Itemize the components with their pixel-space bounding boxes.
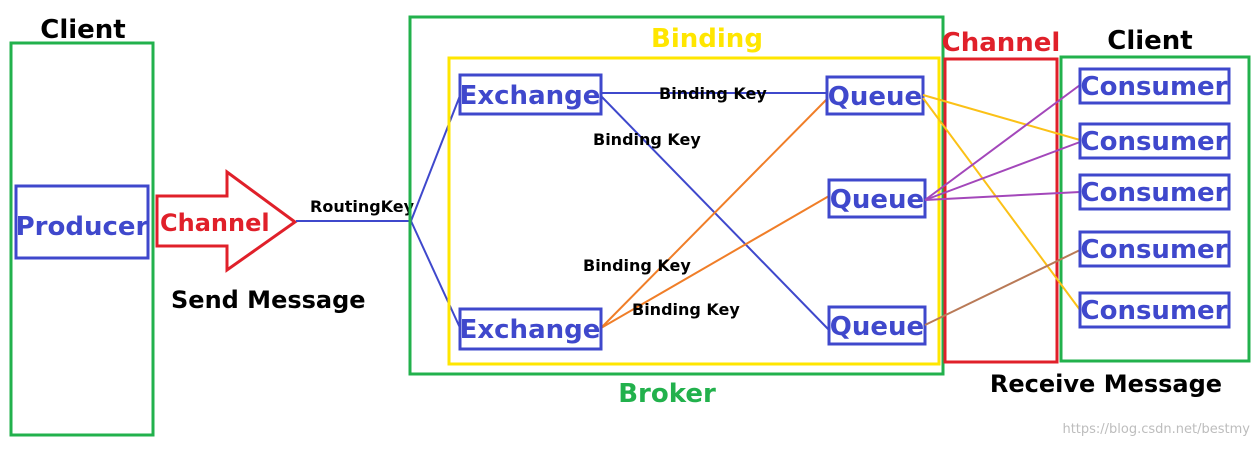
binding-label: Binding bbox=[651, 24, 763, 54]
binding-exchange2-queue1 bbox=[600, 98, 828, 329]
binding-key-label-2: Binding Key bbox=[593, 130, 701, 149]
exchange-node-2 bbox=[458, 307, 603, 351]
binding-box bbox=[447, 56, 941, 366]
consumer-node-2 bbox=[1078, 122, 1231, 160]
delivery-queue2-consumer1 bbox=[924, 84, 1081, 201]
binding-key-label-3: Binding Key bbox=[583, 256, 691, 275]
consumer-label-3: Consumer bbox=[1081, 178, 1228, 208]
consumer-label-2: Consumer bbox=[1081, 127, 1228, 157]
binding-exchange2-queue2 bbox=[600, 195, 830, 329]
channel-box-label: Channel bbox=[942, 28, 1061, 58]
delivery-queue2-consumer2 bbox=[924, 141, 1081, 201]
delivery-queue3-consumer4 bbox=[924, 249, 1081, 326]
consumer-node-1 bbox=[1078, 67, 1231, 105]
queue-label-3: Queue bbox=[830, 312, 924, 342]
queue-node-3 bbox=[827, 305, 927, 346]
routing-to-exchange-top bbox=[410, 92, 462, 222]
consumer-label-1: Consumer bbox=[1081, 72, 1228, 102]
channel-box bbox=[943, 57, 1059, 364]
exchange-label-2: Exchange bbox=[460, 315, 601, 345]
exchange-label-1: Exchange bbox=[460, 81, 601, 111]
delivery-queue2-consumer3 bbox=[924, 191, 1081, 201]
queue-node-2 bbox=[827, 178, 927, 219]
send-message-caption: Send Message bbox=[171, 286, 366, 314]
delivery-queue1-consumer2 bbox=[922, 94, 1081, 141]
producer-label: Producer bbox=[16, 212, 149, 242]
consumer-node-3 bbox=[1078, 173, 1231, 211]
watermark: https://blog.csdn.net/bestmy bbox=[1062, 422, 1250, 437]
left-client-box bbox=[9, 41, 155, 437]
queue-node-1 bbox=[825, 75, 925, 116]
broker-box bbox=[408, 15, 945, 376]
binding-key-label-4: Binding Key bbox=[632, 300, 740, 319]
consumer-node-5 bbox=[1078, 291, 1231, 329]
consumer-label-4: Consumer bbox=[1081, 235, 1228, 265]
exchange-node-1 bbox=[458, 73, 603, 116]
producer-node bbox=[14, 184, 150, 260]
queue-label-1: Queue bbox=[828, 82, 922, 112]
consumer-label-5: Consumer bbox=[1081, 296, 1228, 326]
right-client-title: Client bbox=[1107, 26, 1192, 56]
routing-key-label: RoutingKey bbox=[310, 197, 415, 216]
channel-arrow-label: Channel bbox=[160, 209, 270, 237]
left-client-title: Client bbox=[40, 15, 125, 45]
routing-to-exchange-bottom bbox=[410, 220, 462, 331]
broker-label: Broker bbox=[618, 379, 716, 409]
receive-message-caption: Receive Message bbox=[990, 370, 1222, 398]
right-client-box bbox=[1059, 55, 1251, 363]
channel-arrow bbox=[155, 169, 298, 273]
delivery-queue1-consumer5 bbox=[922, 97, 1081, 311]
consumer-node-4 bbox=[1078, 230, 1231, 268]
binding-key-label-1: Binding Key bbox=[659, 84, 767, 103]
queue-label-2: Queue bbox=[830, 185, 924, 215]
